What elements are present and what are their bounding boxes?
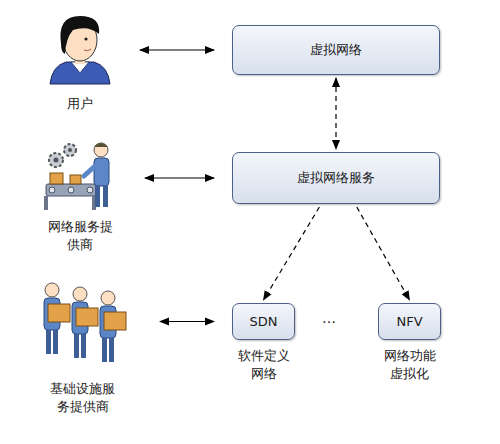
box-label: 虚拟网络服务 bbox=[297, 169, 375, 187]
infrastructure-icon bbox=[44, 283, 126, 362]
dashed-arrow bbox=[357, 207, 410, 300]
actor-node: 网络服务提 供商 bbox=[35, 132, 125, 254]
actor-label: 基础设施服 务提供商 bbox=[50, 380, 115, 416]
solid-arrow bbox=[160, 321, 214, 322]
component-box: NFV网络功能 虚拟化 bbox=[378, 303, 441, 340]
solid-arrow bbox=[140, 49, 214, 50]
actor-label: 用户 bbox=[67, 95, 93, 113]
actor-node: 用户 bbox=[40, 8, 120, 113]
ellipsis-label: … bbox=[322, 310, 336, 326]
box-label: NFV bbox=[396, 314, 422, 329]
layer-box: 虚拟网络 bbox=[232, 25, 440, 75]
actor-label: 网络服务提 供商 bbox=[48, 218, 113, 254]
user-icon bbox=[50, 16, 110, 84]
dashed-arrow bbox=[335, 78, 336, 149]
box-caption: 软件定义 网络 bbox=[238, 347, 290, 383]
box-label: 虚拟网络 bbox=[310, 41, 362, 59]
component-box: SDN软件定义 网络 bbox=[232, 303, 295, 340]
provider-icon bbox=[44, 143, 109, 210]
box-caption: 网络功能 虚拟化 bbox=[384, 347, 436, 383]
actor-node: 基础设施服 务提供商 bbox=[25, 276, 140, 416]
box-label: SDN bbox=[250, 314, 278, 329]
layer-box: 虚拟网络服务 bbox=[232, 152, 440, 204]
dashed-arrow bbox=[264, 207, 320, 300]
solid-arrow bbox=[145, 177, 214, 178]
